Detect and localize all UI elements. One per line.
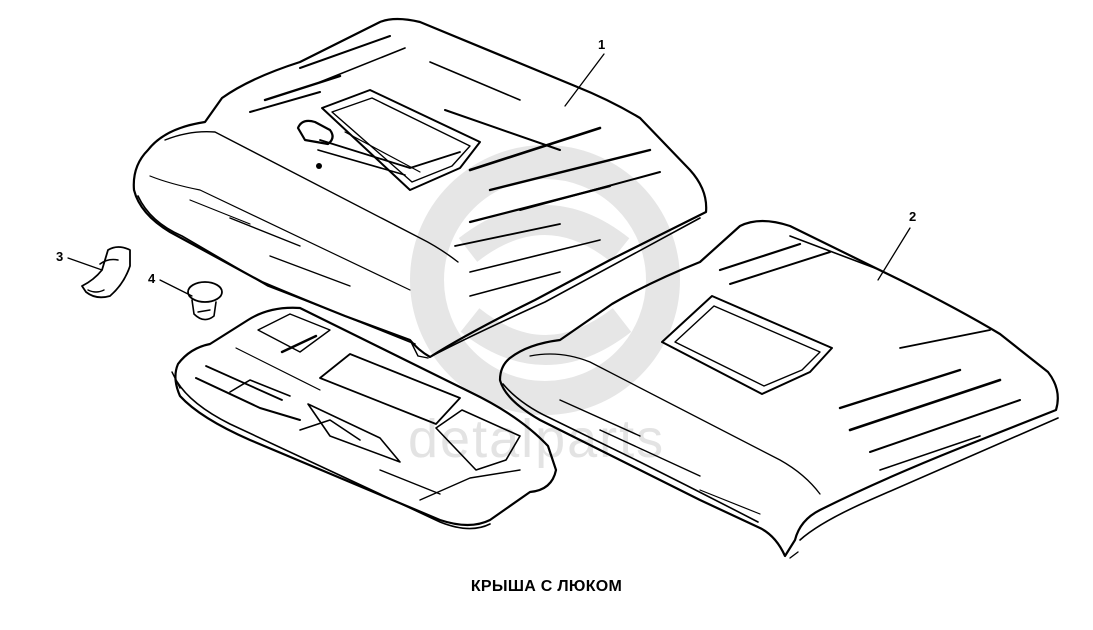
roof-panel-with-sunroof [132, 17, 708, 359]
callout-3: 3 [56, 249, 64, 264]
diagram-caption: КРЫША С ЛЮКОМ [470, 578, 623, 595]
plug-part-4 [187, 281, 223, 321]
callout-2: 2 [909, 209, 917, 224]
roof-panel-plain [498, 219, 1059, 559]
callout-4: 4 [148, 271, 156, 286]
leader-lines [67, 53, 911, 297]
clip-part-3 [81, 246, 131, 299]
callout-1: 1 [598, 37, 606, 52]
headliner-frame [171, 306, 558, 530]
